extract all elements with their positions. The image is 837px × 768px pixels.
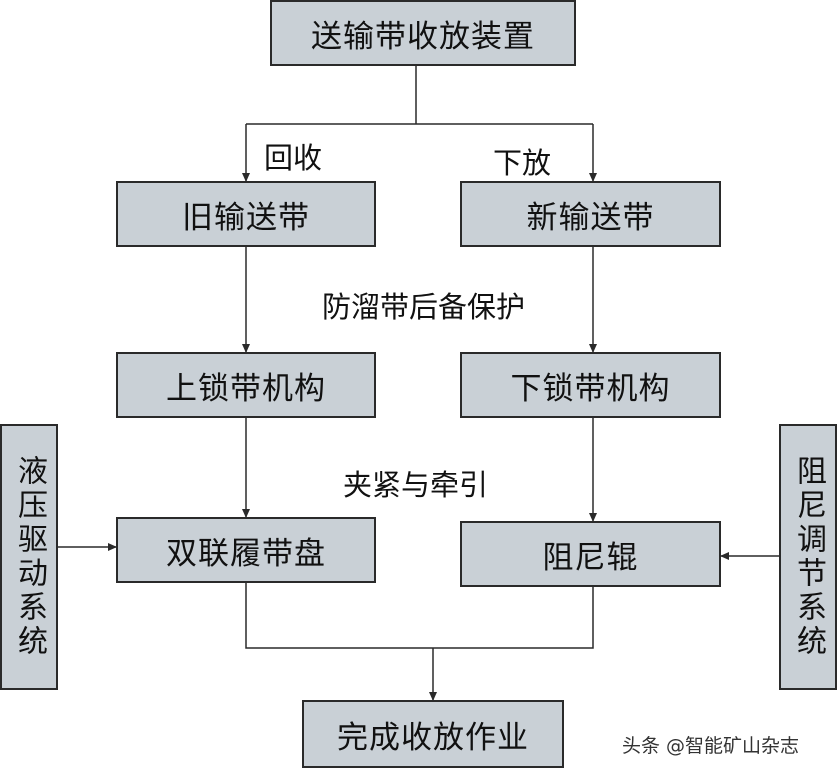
node-double-crawler: 双联履带盘 bbox=[116, 517, 376, 583]
node-damping-roller-label: 阻尼辊 bbox=[542, 539, 639, 576]
node-damping-system: 阻尼调节系统 bbox=[779, 424, 837, 690]
node-conveyor-belt-device-label: 送输带收放装置 bbox=[311, 18, 535, 55]
edge-top-split bbox=[246, 66, 593, 125]
label-recover: 回收 bbox=[264, 141, 323, 175]
node-old-belt: 旧输送带 bbox=[116, 181, 376, 247]
label-backup-protection: 防溜带后备保护 bbox=[322, 290, 526, 324]
node-upper-lock: 上锁带机构 bbox=[116, 352, 376, 418]
node-double-crawler-label: 双联履带盘 bbox=[166, 535, 326, 572]
node-new-belt-label: 新输送带 bbox=[526, 199, 655, 236]
edge-merge bbox=[245, 583, 594, 649]
node-conveyor-belt-device: 送输带收放装置 bbox=[270, 0, 576, 66]
watermark-text: 头条 @智能矿山杂志 bbox=[622, 735, 800, 757]
node-old-belt-label: 旧输送带 bbox=[182, 199, 310, 236]
label-release: 下放 bbox=[493, 146, 552, 180]
node-damping-system-label: 阻尼调节系统 bbox=[791, 455, 826, 659]
node-upper-lock-label: 上锁带机构 bbox=[166, 370, 326, 407]
label-clamp-traction: 夹紧与牵引 bbox=[343, 468, 489, 502]
node-complete-operation: 完成收放作业 bbox=[302, 700, 564, 768]
node-new-belt: 新输送带 bbox=[460, 181, 721, 247]
node-complete-operation-label: 完成收放作业 bbox=[337, 719, 529, 756]
node-hydraulic-system-label: 液压驱动系统 bbox=[12, 455, 47, 659]
node-lower-lock: 下锁带机构 bbox=[460, 352, 721, 418]
node-lower-lock-label: 下锁带机构 bbox=[510, 370, 671, 407]
node-hydraulic-system: 液压驱动系统 bbox=[0, 424, 58, 690]
node-damping-roller: 阻尼辊 bbox=[460, 521, 721, 587]
